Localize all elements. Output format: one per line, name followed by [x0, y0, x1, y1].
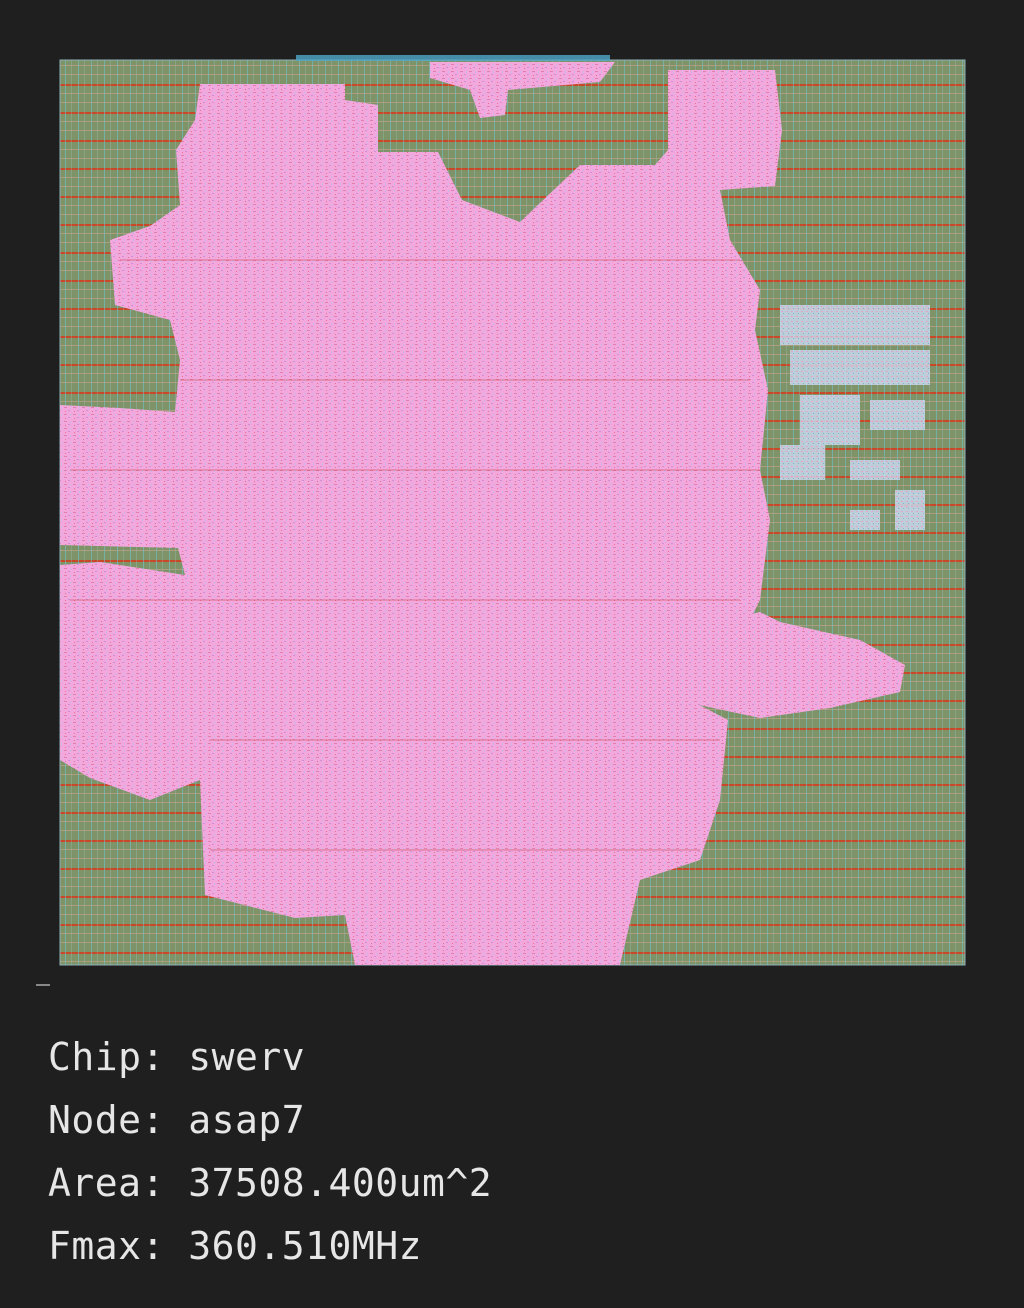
top-pin-strip [296, 55, 610, 61]
sparse-cells [780, 305, 930, 530]
chip-name: Chip: swerv [48, 1035, 306, 1079]
internal-wires [70, 259, 760, 851]
chip-area: Area: 37508.400um^2 [48, 1161, 493, 1205]
chip-layout-view [36, 55, 966, 986]
origin-marker [36, 984, 50, 986]
process-node: Node: asap7 [48, 1098, 306, 1142]
chip-info-panel: Chip: swerv Node: asap7 Area: 37508.400u… [48, 1026, 492, 1278]
placed-cells [60, 62, 905, 965]
max-frequency: Fmax: 360.510MHz [48, 1224, 423, 1268]
